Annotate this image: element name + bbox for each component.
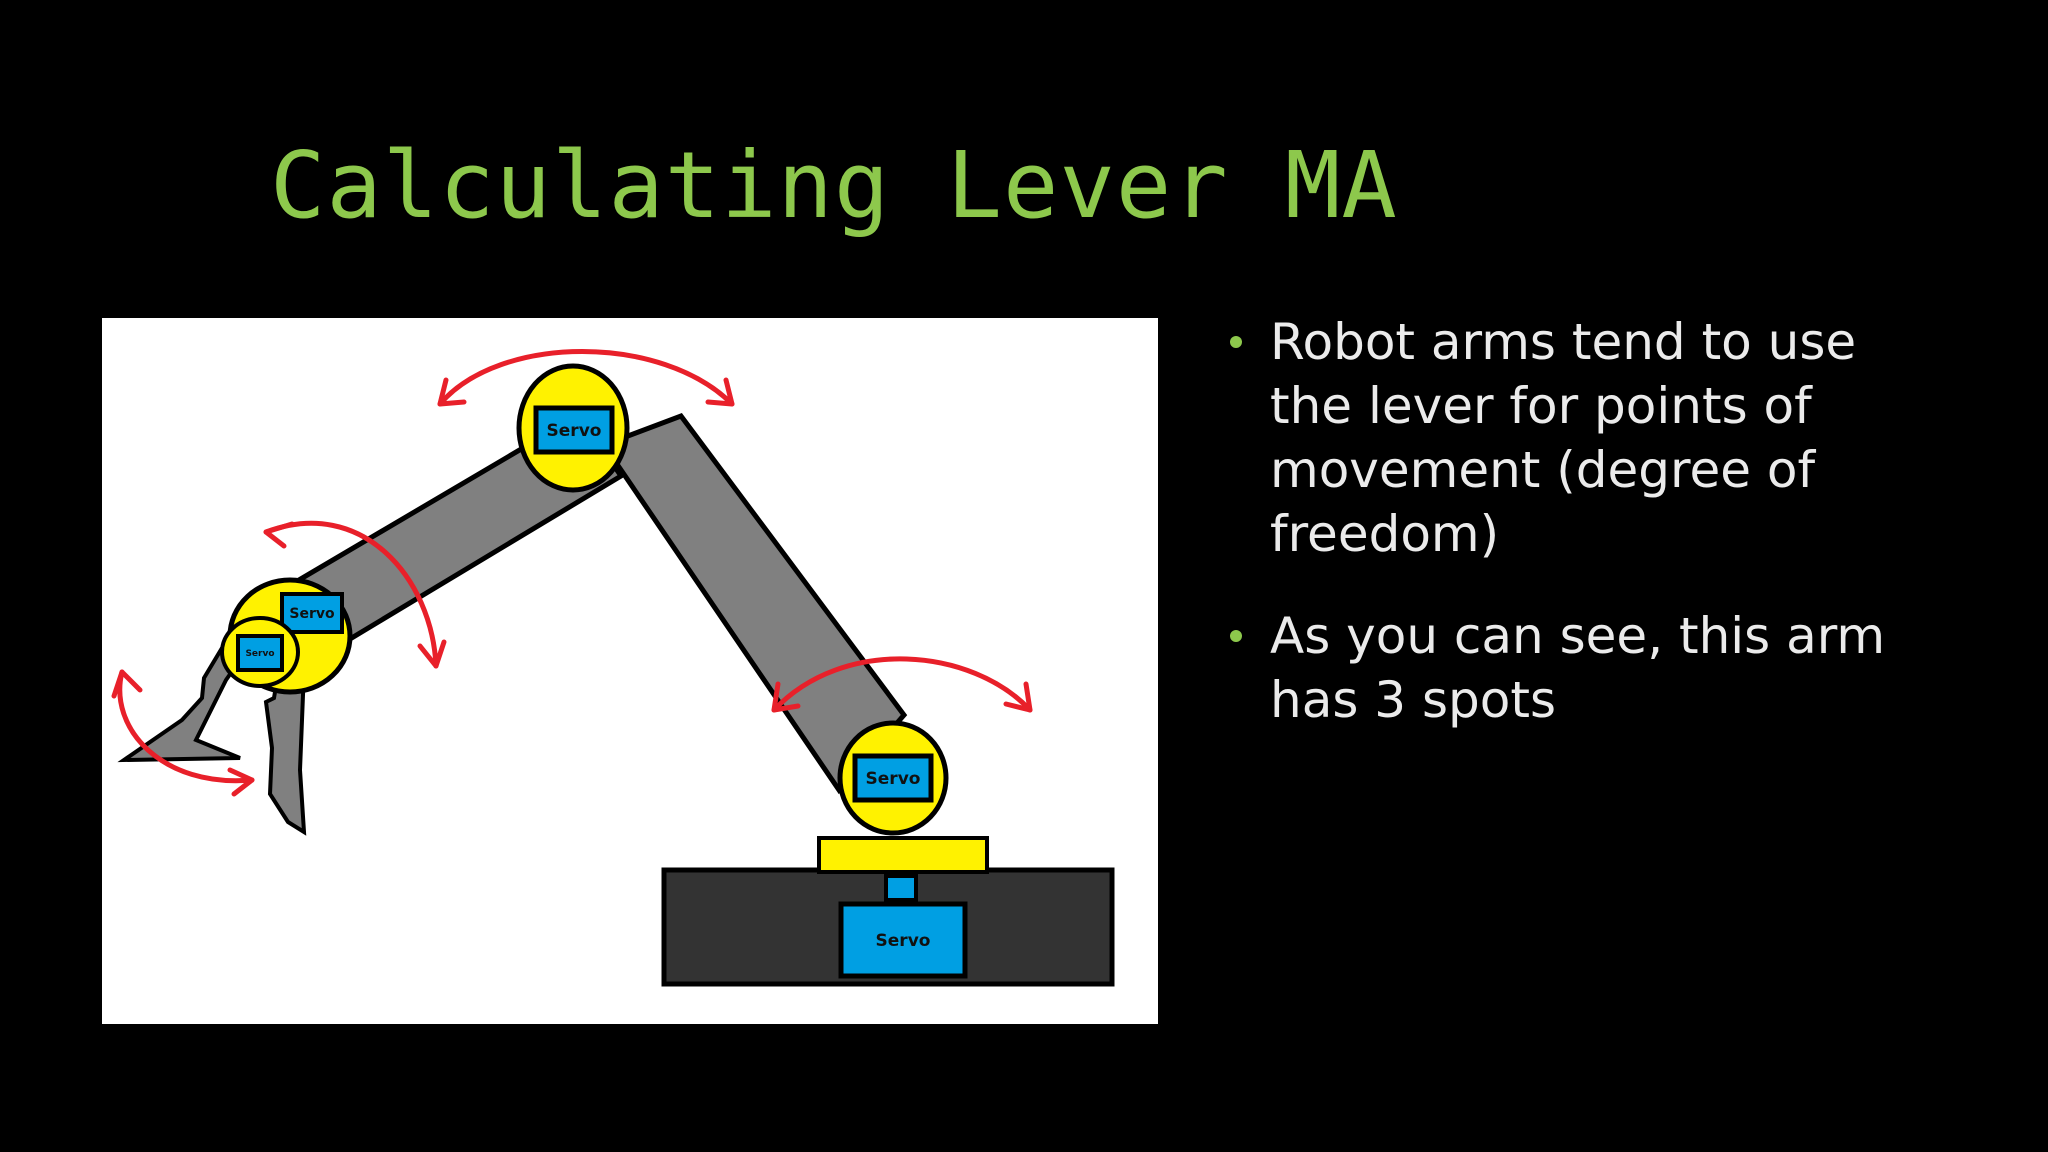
elbow-servo-label: Servo (547, 421, 602, 441)
bullet-dot-icon (1230, 630, 1242, 642)
bullet-item: As you can see, this arm has 3 spots (1230, 604, 1910, 732)
gripper-servo-label: Servo (245, 649, 274, 659)
robot-arm-drawing: Servo Servo Servo Servo Servo (111, 349, 1115, 987)
wrist-servo-box (280, 592, 344, 634)
bullet-text: As you can see, this arm has 3 spots (1270, 607, 1886, 729)
gripper-right-finger (263, 663, 307, 836)
base-connector (884, 874, 918, 902)
turntable (817, 836, 989, 874)
base-servo-box (838, 901, 968, 979)
bullet-text: Robot arms tend to use the lever for poi… (1270, 313, 1857, 563)
elbow-servo-box (533, 405, 615, 455)
bullet-list: Robot arms tend to use the lever for poi… (1230, 310, 1910, 770)
shoulder-servo-label: Servo (866, 769, 921, 789)
bullet-item: Robot arms tend to use the lever for poi… (1230, 310, 1910, 566)
slide-title: Calculating Lever MA (270, 132, 1398, 239)
base-servo-label: Servo (876, 931, 931, 951)
lower-arm-segment (600, 412, 908, 795)
wrist-servo-label: Servo (289, 606, 335, 622)
robot-arm-diagram: Servo Servo Servo Servo Servo (102, 318, 1158, 1024)
wrist-rotation-arrow (263, 520, 447, 669)
gripper-rotation-arrow (111, 669, 255, 797)
shoulder-rotation-arrow (771, 656, 1033, 713)
shoulder-servo-box (852, 753, 934, 803)
gripper-servo-box (236, 634, 284, 672)
elbow-rotation-arrow (437, 349, 735, 407)
bullet-dot-icon (1230, 336, 1242, 348)
